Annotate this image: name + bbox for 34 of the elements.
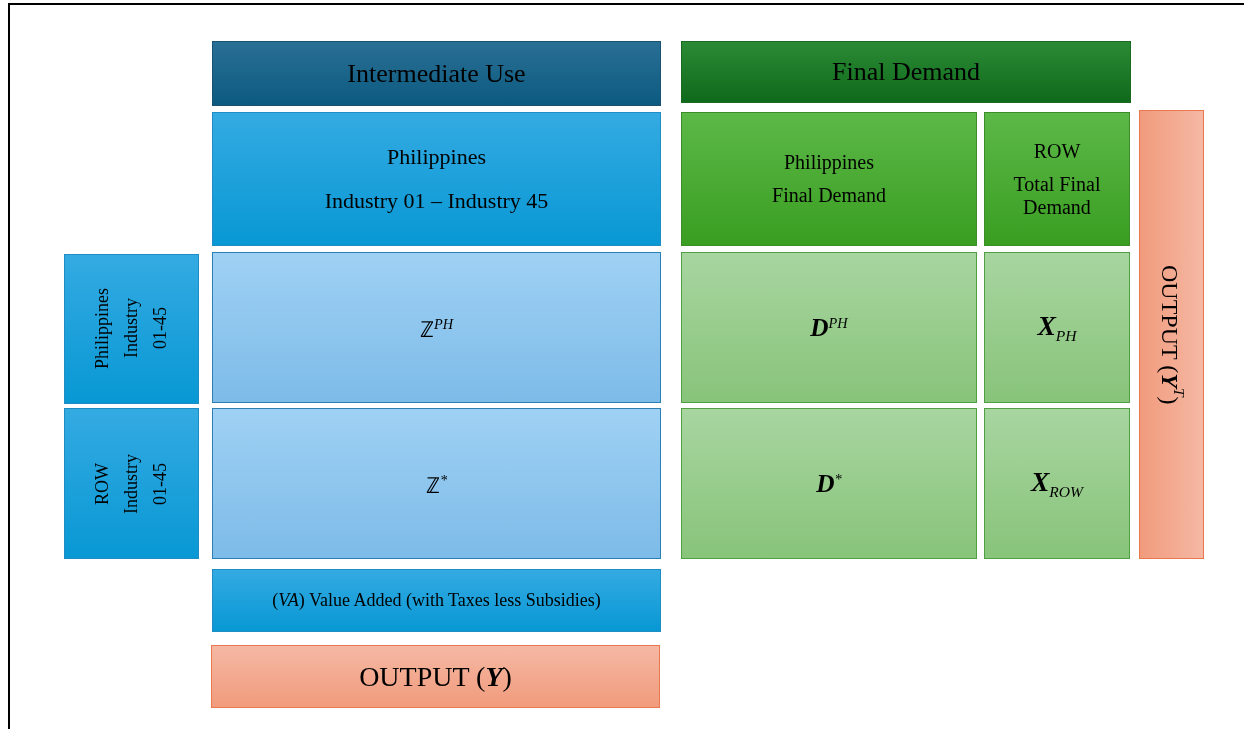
column-box: [681, 112, 977, 246]
row-box: [64, 408, 199, 559]
row-label: ROW Industry 01-45: [91, 453, 171, 514]
column-label: Philippines: [387, 144, 486, 170]
matrix-symbol: ℤ$^{PH}$: [419, 314, 454, 343]
matrix-symbol: ℤ$^{*}$: [425, 470, 448, 499]
matrix-cell: [212, 408, 661, 559]
header-box: [211, 645, 660, 708]
value-added-bar: [212, 569, 661, 632]
output-bar: [1139, 110, 1204, 559]
matrix-cell: [984, 408, 1130, 559]
header-box: [212, 41, 661, 106]
header-text: Final Demand: [832, 57, 980, 87]
row-box: [64, 254, 199, 404]
matrix-cell: [984, 252, 1130, 403]
matrix-symbol: D$^{PH}$: [810, 313, 848, 342]
matrix-symbol: X$_{ROW}$: [1030, 466, 1084, 501]
header-text: OUTPUT (Y): [359, 660, 512, 693]
column-label: Total Final Demand: [1012, 172, 1102, 219]
row-label: Philippines Industry 01-45: [91, 288, 171, 370]
column-label: Final Demand: [772, 184, 886, 207]
column-box: [984, 112, 1130, 246]
column-label: Philippines: [784, 151, 874, 174]
matrix-cell: [681, 252, 977, 403]
header-box: [681, 41, 1131, 103]
matrix-cell: [212, 252, 661, 403]
header-text: Intermediate Use: [347, 58, 526, 89]
column-label: Industry 01 – Industry 45: [324, 188, 549, 214]
matrix-symbol: D$^{*}$: [816, 469, 842, 498]
matrix-cell: [681, 408, 977, 559]
matrix-symbol: X$_{PH}$: [1037, 310, 1077, 345]
column-label: ROW: [1033, 139, 1081, 163]
value-added-label: (VA) Value Added (with Taxes less Subsidies): [272, 590, 601, 611]
column-box: [212, 112, 661, 246]
